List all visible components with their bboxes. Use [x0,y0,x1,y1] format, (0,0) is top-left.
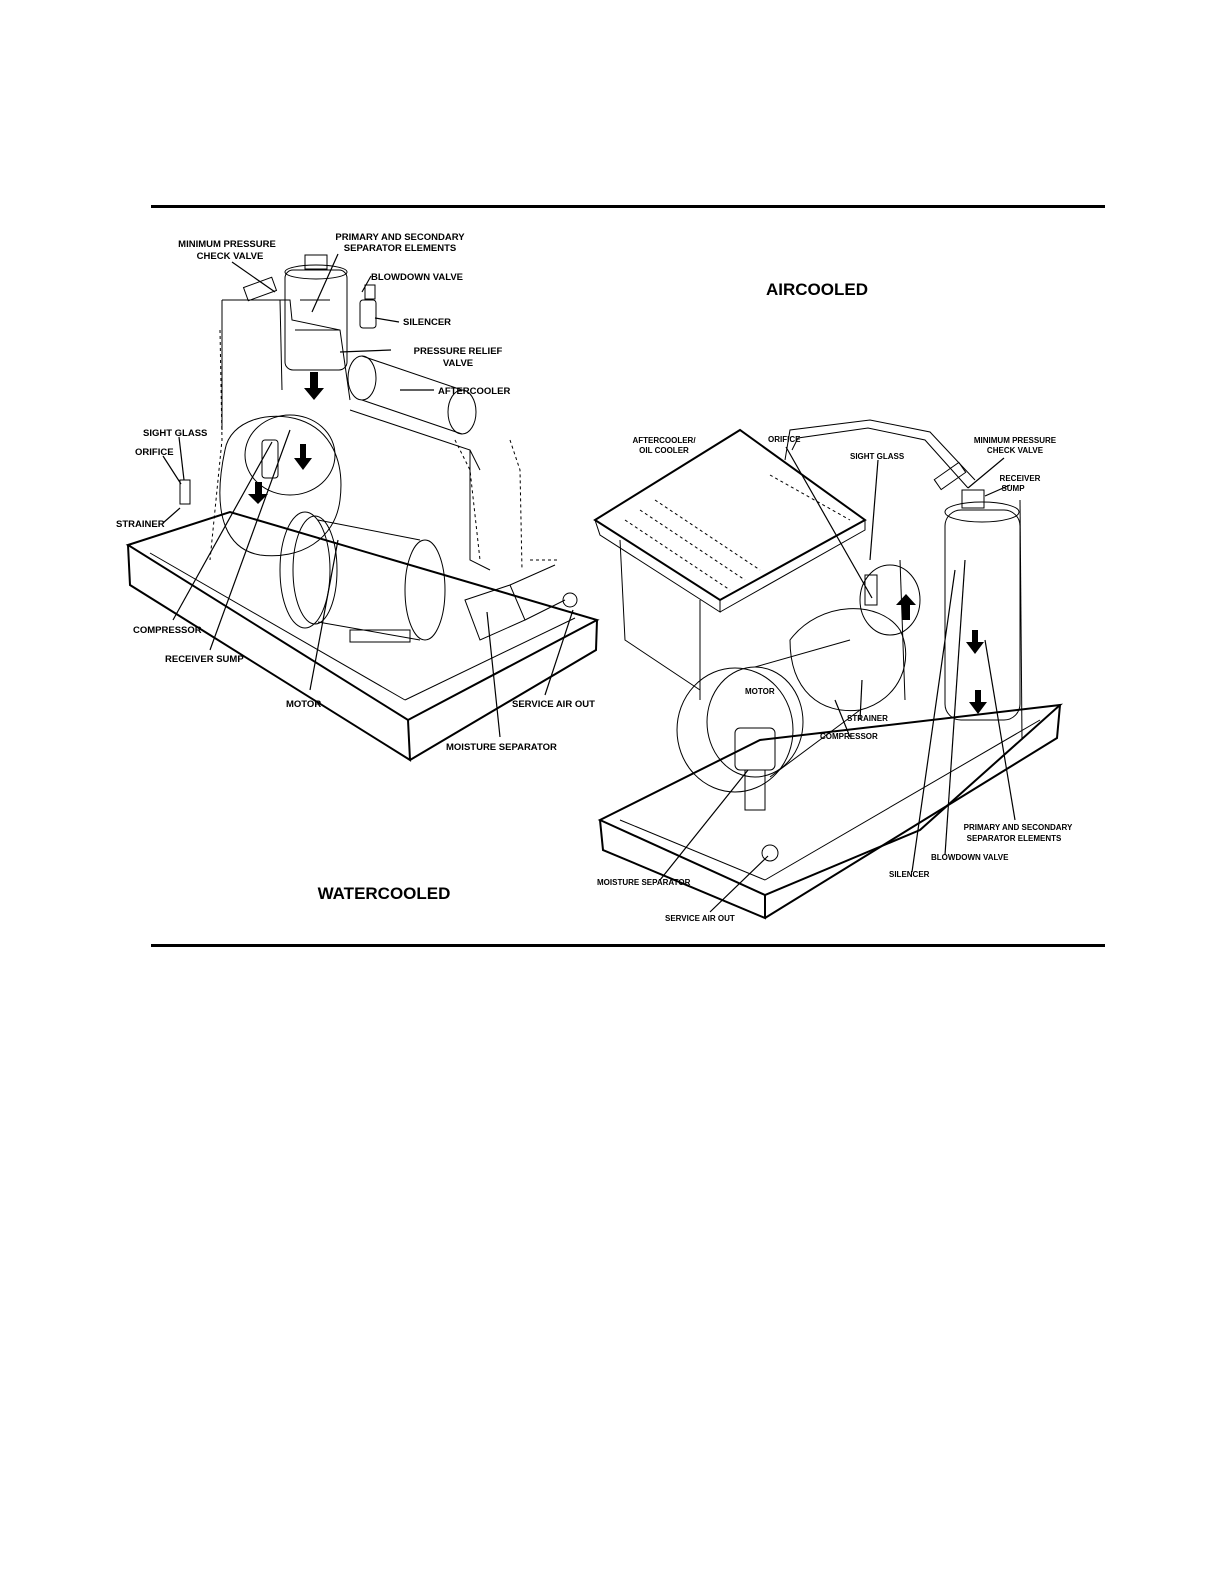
ac-label-aftercooler-2: OIL COOLER [639,446,689,455]
ac-receiver-sump [933,461,1021,721]
ac-label-min-pressure-2: CHECK VALVE [987,446,1044,455]
wc-label-moisture-separator: MOISTURE SEPARATOR [446,742,557,753]
wc-label-aftercooler: AFTERCOOLER [438,386,510,397]
ac-label-motor: MOTOR [745,687,775,696]
ac-label-primary-secondary-1: PRIMARY AND SECONDARY [964,823,1073,832]
ac-leader-lines [659,446,1016,913]
wc-label-orifice: ORIFICE [135,447,174,458]
ac-oil-cooler [593,428,867,700]
wc-label-silencer: SILENCER [403,317,451,328]
ac-title: AIRCOOLED [766,280,868,299]
wc-moisture-separator [464,564,578,641]
wc-flow-arrows [248,372,324,504]
ac-skid-base [597,703,1064,920]
wc-title: WATERCOOLED [318,884,451,903]
top-rule [151,205,1105,208]
wc-label-pressure-relief-1: PRESSURE RELIEF [414,346,503,357]
ac-label-receiver-1: RECEIVER [1000,474,1041,483]
wc-label-pressure-relief-2: VALVE [443,358,473,369]
ac-label-primary-secondary-2: SEPARATOR ELEMENTS [967,834,1062,843]
ac-motor [676,639,861,862]
wc-motor [279,511,446,643]
wc-label-compressor: COMPRESSOR [133,625,202,636]
wc-label-sight-glass: SIGHT GLASS [143,428,207,439]
bottom-rule [151,944,1105,947]
wc-label-min-pressure-2: CHECK VALVE [197,251,264,262]
wc-aftercooler [347,355,491,571]
watercooled-drawing [125,253,600,762]
aircooled-drawing [593,419,1064,920]
ac-label-compressor: COMPRESSOR [820,732,878,741]
ac-label-orifice: ORIFICE [768,435,801,444]
wc-skid-base [125,510,600,762]
ac-label-silencer: SILENCER [889,870,930,879]
wc-label-primary-secondary-2: SEPARATOR ELEMENTS [344,243,456,254]
wc-label-service-air-out: SERVICE AIR OUT [512,699,595,710]
ac-piping [784,419,1023,741]
wc-label-strainer: STRAINER [116,519,165,530]
wc-label-receiver-sump: RECEIVER SUMP [165,654,244,665]
ac-label-blowdown-valve: BLOWDOWN VALVE [931,853,1009,862]
ac-label-moisture-separator: MOISTURE SEPARATOR [597,878,691,887]
wc-frame [209,299,560,571]
ac-label-sight-glass: SIGHT GLASS [850,452,905,461]
wc-label-min-pressure-1: MINIMUM PRESSURE [178,239,276,250]
ac-label-min-pressure-1: MINIMUM PRESSURE [974,436,1057,445]
ac-flow-arrows [896,594,987,714]
ac-label-service-air-out: SERVICE AIR OUT [665,914,735,923]
wc-separator-tank [242,254,377,371]
ac-compressor [789,564,921,712]
wc-label-primary-secondary-1: PRIMARY AND SECONDARY [335,232,465,243]
ac-label-aftercooler-1: AFTERCOOLER/ [632,436,696,445]
ac-label-receiver-2: SUMP [1001,484,1025,493]
ac-label-strainer: STRAINER [847,714,888,723]
wc-label-blowdown-valve: BLOWDOWN VALVE [371,272,463,283]
wc-leader-lines [162,253,574,738]
wc-label-motor: MOTOR [286,699,321,710]
